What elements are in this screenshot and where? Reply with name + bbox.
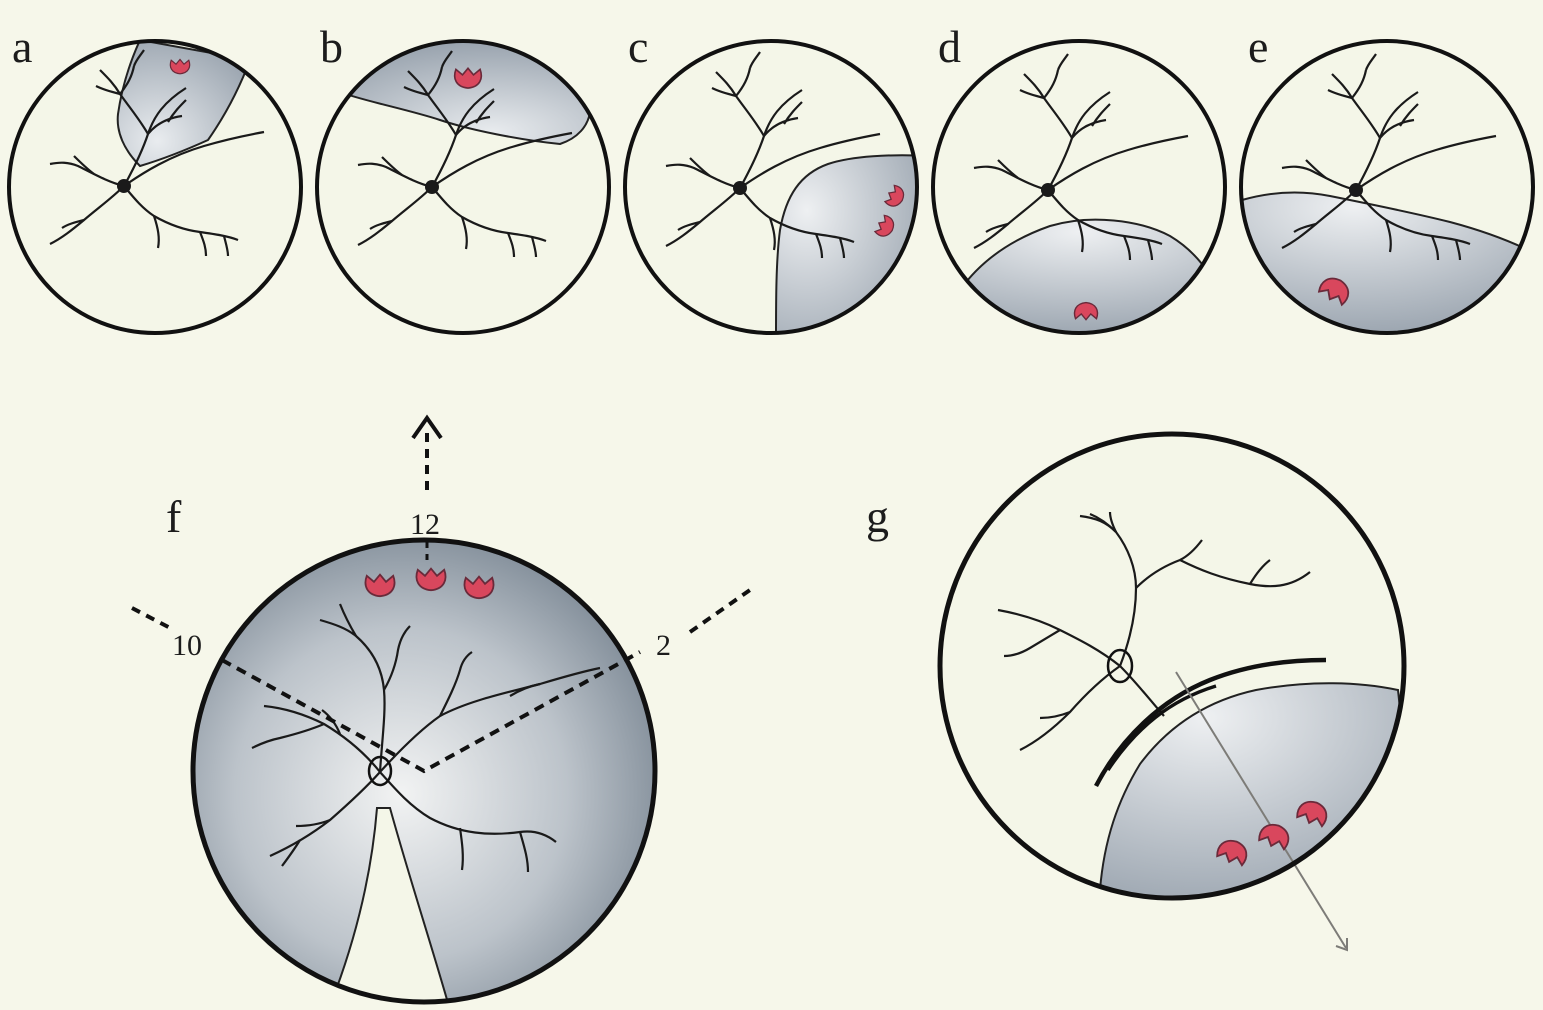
direction-arrow-up <box>411 414 443 490</box>
panel-b: b <box>315 21 611 335</box>
retinal-tear-b <box>453 67 483 89</box>
panel-label-a: a <box>12 21 32 72</box>
clock-label-2: 2 <box>656 629 671 662</box>
fundus-outline-d <box>931 39 1227 335</box>
panel-f: f 12 10 2 <box>131 414 752 1005</box>
panel-label-e: e <box>1248 21 1268 72</box>
clock-chevron-f <box>221 650 641 774</box>
clock-label-12: 12 <box>410 508 440 541</box>
retinal-tear-f1 <box>364 573 396 598</box>
retinal-vessels-f <box>251 603 601 873</box>
optic-disc-e <box>1349 183 1363 197</box>
retinal-tear-a <box>169 58 191 75</box>
panel-label-g: g <box>866 491 889 542</box>
retinal-vessels-g <box>997 511 1311 751</box>
attached-wedge-f <box>334 807 452 1002</box>
panel-label-f: f <box>166 491 182 542</box>
fundus-outline-a <box>7 39 303 335</box>
fundus-outline-e <box>1239 39 1535 335</box>
optic-disc-d <box>1041 183 1055 197</box>
clock-ray-10-outer <box>131 606 175 632</box>
retinal-fold-g2 <box>1106 684 1217 771</box>
panel-label-b: b <box>320 21 343 72</box>
clock-ray-2-outer <box>688 588 752 634</box>
panel-d: d <box>931 21 1227 335</box>
panel-label-c: c <box>628 21 648 72</box>
fundus-outline-b <box>315 39 611 335</box>
panel-c: c <box>623 21 919 335</box>
panel-a: a <box>7 21 303 335</box>
optic-disc-c <box>733 181 747 195</box>
panel-label-d: d <box>938 21 961 72</box>
panel-g: g <box>866 431 1407 952</box>
fundus-outline-g <box>937 431 1407 901</box>
retinal-tear-f3 <box>463 575 495 600</box>
retinal-fold-g1 <box>1094 657 1327 788</box>
detachment-area-e <box>1241 191 1533 333</box>
clock-label-10: 10 <box>172 629 202 662</box>
panel-e: e <box>1239 21 1535 335</box>
fundus-outline-f <box>190 537 658 1005</box>
retinal-tear-f2 <box>415 567 447 592</box>
retinal-tear-d <box>1073 301 1099 321</box>
optic-disc-b <box>425 180 439 194</box>
optic-disc-f <box>367 755 393 787</box>
optic-disc-a <box>117 179 131 193</box>
optic-disc-g <box>1106 648 1134 684</box>
detachment-area-c <box>774 154 917 333</box>
fundus-a <box>9 41 301 333</box>
fundus-outline-c <box>623 39 919 335</box>
direction-arrow-g <box>1175 671 1348 952</box>
